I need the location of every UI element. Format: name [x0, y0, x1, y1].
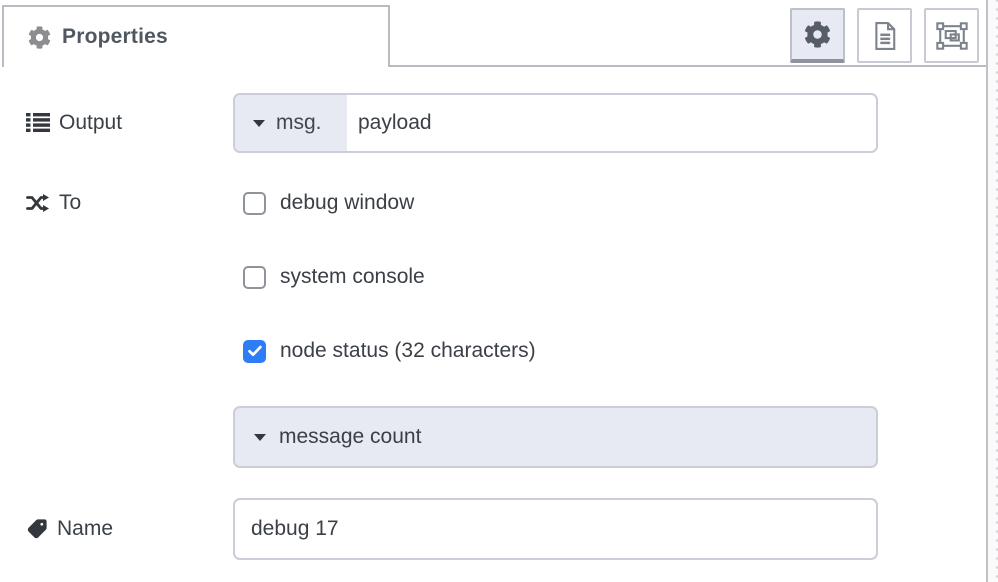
tag-icon	[27, 519, 47, 539]
output-typed-input: msg.	[233, 93, 878, 153]
debug-window-checkbox[interactable]	[243, 191, 266, 215]
chevron-down-icon	[253, 119, 265, 127]
chevron-down-icon	[254, 433, 266, 441]
system-console-option[interactable]: system console	[243, 265, 425, 289]
node-status-option-label: node status (32 characters)	[280, 339, 536, 362]
name-label: Name	[26, 498, 113, 560]
output-label: Output	[26, 93, 122, 153]
list-icon	[26, 113, 50, 132]
shuffle-icon	[26, 194, 49, 212]
output-type-label: msg.	[276, 111, 322, 134]
header-divider	[390, 65, 986, 67]
appearance-icon	[935, 21, 968, 50]
gear-icon	[28, 25, 51, 49]
node-status-checkbox[interactable]	[243, 339, 266, 363]
to-label: To	[26, 181, 81, 225]
appearance-tab-button[interactable]	[924, 8, 979, 63]
system-console-checkbox[interactable]	[243, 265, 266, 289]
edit-dialog-toolbar	[790, 8, 979, 63]
debug-window-option-label: debug window	[280, 191, 415, 214]
tab-properties[interactable]: Properties	[2, 5, 390, 67]
description-tab-button[interactable]	[857, 8, 912, 63]
gear-icon	[804, 21, 831, 48]
check-icon	[247, 345, 262, 357]
status-type-value: message count	[279, 425, 422, 448]
debug-window-option[interactable]: debug window	[243, 191, 414, 215]
node-status-option[interactable]: node status (32 characters)	[243, 339, 536, 363]
workspace-canvas-strip	[986, 0, 998, 582]
name-label-text: Name	[57, 517, 114, 540]
status-type-select[interactable]: message count	[233, 406, 878, 468]
output-property-input[interactable]	[347, 95, 876, 151]
to-label-text: To	[59, 191, 82, 214]
output-type-selector[interactable]: msg.	[235, 95, 347, 151]
document-icon	[874, 21, 895, 50]
name-input[interactable]	[233, 498, 878, 560]
properties-tab-button[interactable]	[790, 8, 845, 63]
tab-properties-label: Properties	[62, 25, 168, 48]
system-console-option-label: system console	[280, 265, 425, 288]
output-label-text: Output	[59, 111, 123, 134]
